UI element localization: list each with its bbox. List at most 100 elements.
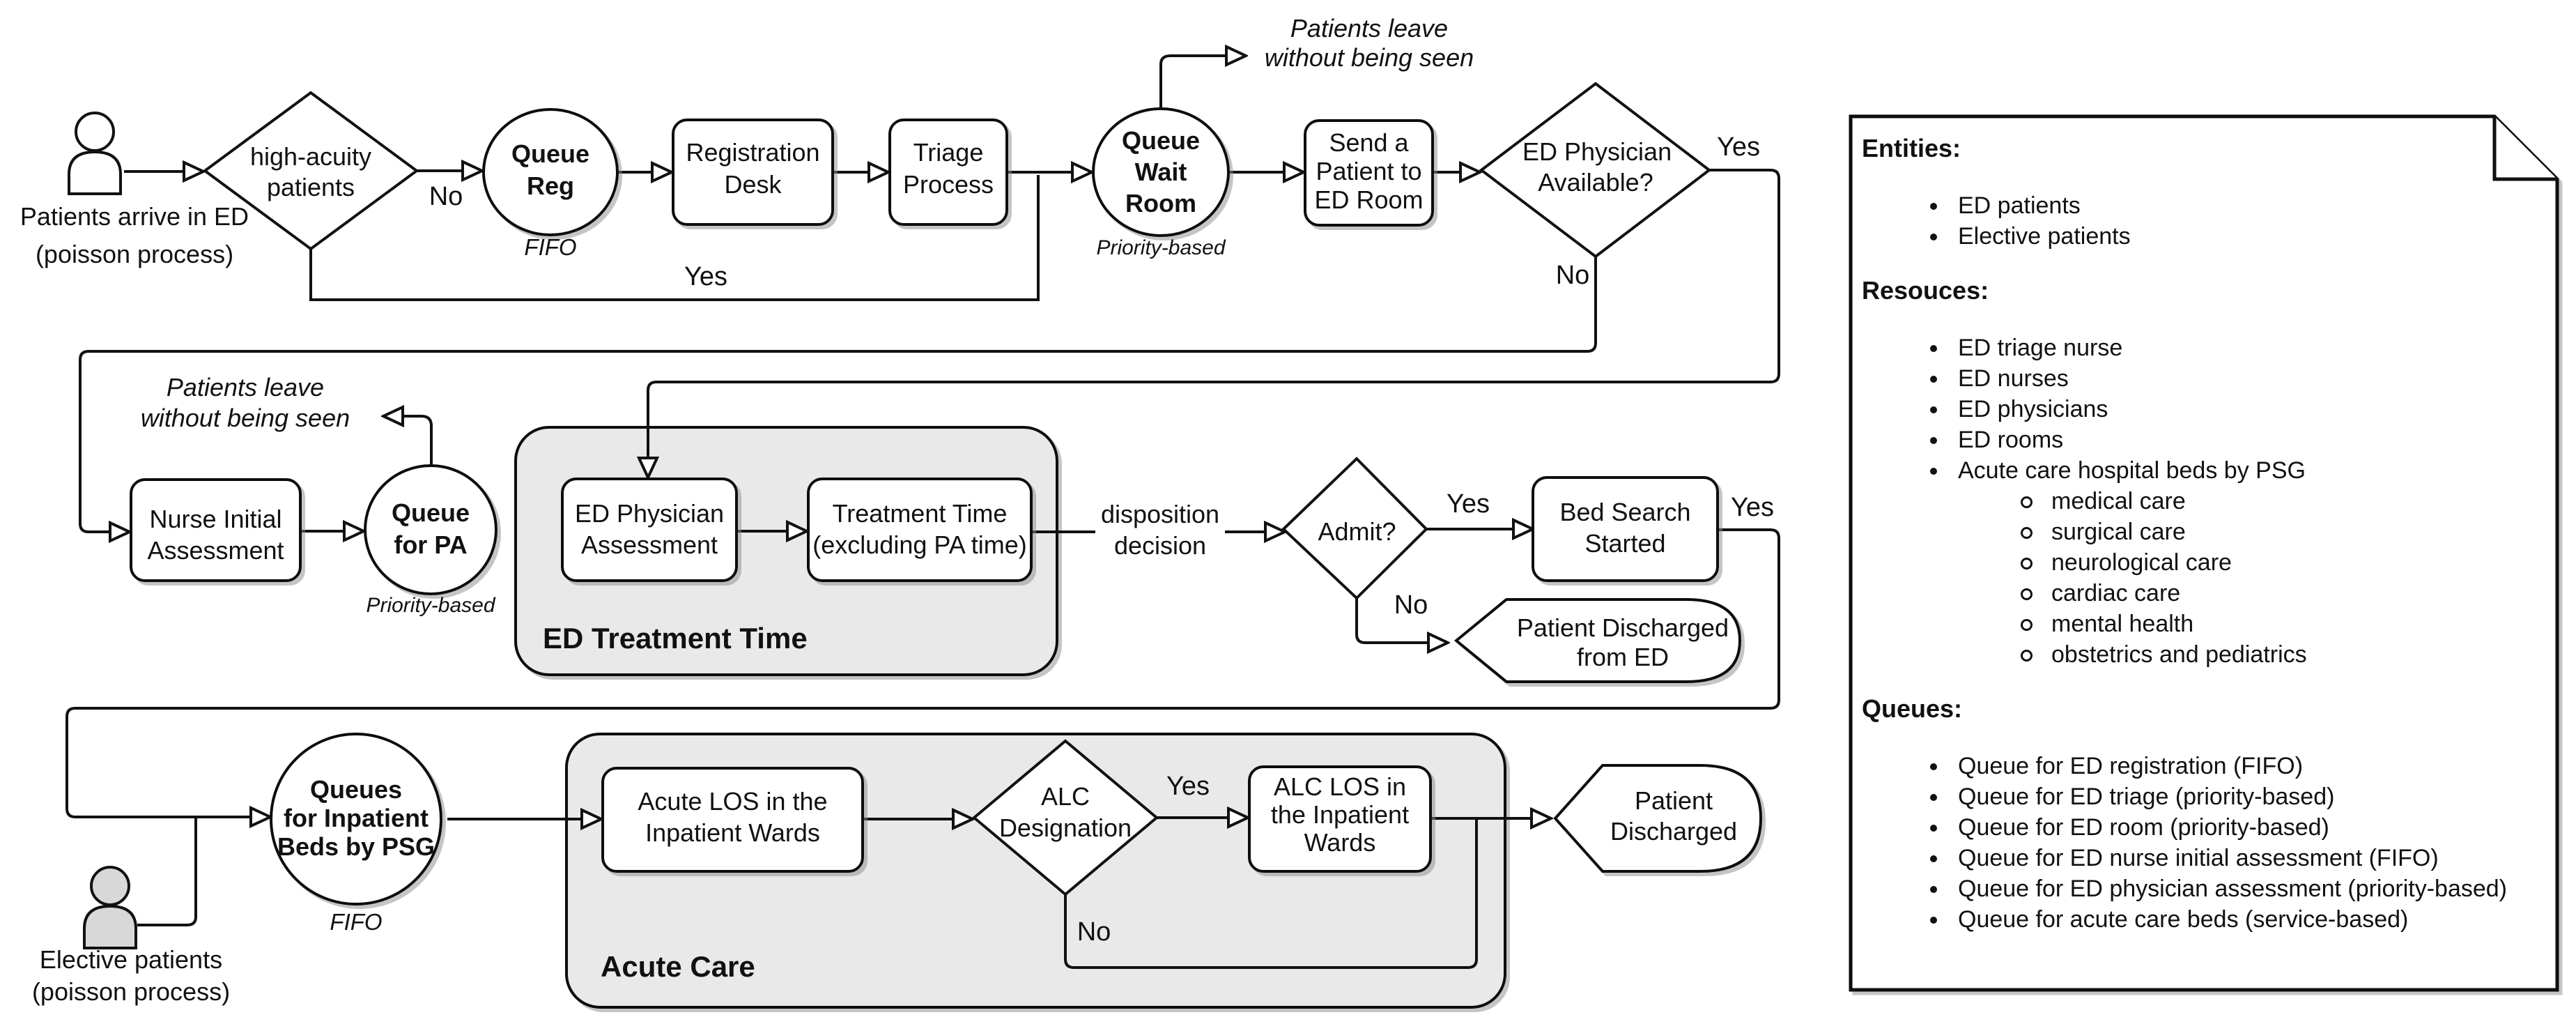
notes-panel: Entities: ED patients Elective patients … xyxy=(1862,133,2545,935)
ed-physician-assessment-shape xyxy=(561,477,738,582)
alc-designation-decision-shape xyxy=(971,739,1159,896)
list-item: obstetrics and pediatrics xyxy=(1862,639,2545,670)
list-item: Queue for ED room (priority-based) xyxy=(1862,812,2545,843)
edge-physician-yes-to-assessment xyxy=(648,169,1780,477)
patient-discharged-shape xyxy=(1553,764,1763,873)
list-item: surgical care xyxy=(1862,517,2545,547)
edge-bed-search-yes-to-inpatient-queue xyxy=(65,528,1780,817)
entities-list: ED patients Elective patients xyxy=(1862,190,2545,252)
admit-no-label: No xyxy=(1394,590,1428,620)
queues-inpatient-discipline: FIFO xyxy=(330,909,383,935)
queue-wait-room-discipline: Priority-based xyxy=(1096,236,1226,259)
edge-elective-join xyxy=(137,818,197,926)
queue-for-pa-shape xyxy=(364,464,498,595)
admit-yes-label: Yes xyxy=(1447,489,1490,519)
edge-admit-no-to-discharge xyxy=(1355,598,1448,643)
physician-yes-label: Yes xyxy=(1717,132,1760,162)
edge-queue-pa-lwbs xyxy=(383,416,433,466)
resources-list: ED triage nurse ED nurses ED physicians … xyxy=(1862,333,2545,486)
queues-list: Queue for ED registration (FIFO) Queue f… xyxy=(1862,751,2545,935)
patient-discharged-from-ed-shape xyxy=(1453,598,1742,683)
elective-arrival-label: Elective patients(poisson process) xyxy=(31,945,231,1006)
list-item: ED triage nurse xyxy=(1862,333,2545,363)
physician-no-label: No xyxy=(1555,261,1590,290)
high-acuity-decision-shape xyxy=(202,91,419,251)
list-item: Queue for ED nurse initial assessment (F… xyxy=(1862,843,2545,873)
connectors xyxy=(65,56,1780,969)
admit-label: Admit? xyxy=(1318,517,1396,546)
edge-acuity-yes-bypass xyxy=(309,175,1040,301)
list-item: ED physicians xyxy=(1862,394,2545,425)
queue-wait-room-shape xyxy=(1092,107,1230,237)
list-item: Queue for ED triage (priority-based) xyxy=(1862,781,2545,812)
queues-title: Queues: xyxy=(1862,694,1963,723)
edge-wait-room-lwbs xyxy=(1159,56,1246,109)
list-item: Queue for acute care beds (service-based… xyxy=(1862,904,2545,935)
acute-care-label: Acute Care xyxy=(601,950,755,983)
alc-los-shape xyxy=(1248,765,1432,873)
queues-inpatient-beds-shape xyxy=(270,733,442,905)
send-patient-shape xyxy=(1304,119,1434,227)
list-item: Elective patients xyxy=(1862,221,2545,252)
treatment-time-label: Treatment Time(excluding PA time) xyxy=(812,499,1027,559)
queue-reg-shape xyxy=(482,108,619,236)
list-item: Queue for ED registration (FIFO) xyxy=(1862,751,2545,781)
list-item: mental health xyxy=(1862,609,2545,639)
admit-decision-shape xyxy=(1281,457,1428,600)
alc-yes-label: Yes xyxy=(1166,772,1210,801)
entities-title: Entities: xyxy=(1862,134,1961,162)
resources-title: Resouces: xyxy=(1862,276,1989,305)
bed-types-list: medical care surgical care neurological … xyxy=(1862,486,2545,670)
registration-desk-shape xyxy=(672,119,834,226)
triage-process-shape xyxy=(888,119,1008,226)
list-item: Queue for ED physician assessment (prior… xyxy=(1862,873,2545,904)
list-item: Acute care hospital beds by PSG xyxy=(1862,455,2545,486)
alc-no-label: No xyxy=(1077,917,1111,947)
high-acuity-no-label: No xyxy=(429,182,463,211)
edge-physician-no-to-nurse xyxy=(79,257,1597,532)
queue-reg-discipline: FIFO xyxy=(524,234,577,260)
acute-los-shape xyxy=(601,767,864,873)
high-acuity-yes-label: Yes xyxy=(684,262,727,291)
treatment-time-shape xyxy=(807,477,1033,582)
physician-available-decision-shape xyxy=(1479,82,1712,259)
elective-arrival-person-icon xyxy=(83,866,137,949)
list-item: cardiac care xyxy=(1862,578,2545,609)
bed-search-yes-label: Yes xyxy=(1731,493,1774,522)
ed-treatment-time-label: ED Treatment Time xyxy=(543,622,808,655)
folded-corner-icon xyxy=(2492,116,2557,181)
list-item: ED nurses xyxy=(1862,363,2545,394)
bed-search-started-shape xyxy=(1532,476,1719,582)
list-item: neurological care xyxy=(1862,547,2545,578)
queue-pa-discipline: Priority-based xyxy=(366,594,495,617)
notes-panel-shape xyxy=(1849,114,2559,992)
list-item: ED patients xyxy=(1862,190,2545,221)
ed-arrival-person-icon xyxy=(68,112,122,195)
list-item: ED rooms xyxy=(1862,425,2545,455)
ed-arrival-label: Patients arrive in ED(poisson process) xyxy=(20,202,249,268)
list-item: medical care xyxy=(1862,486,2545,517)
edge-alc-no-loop xyxy=(1064,820,1478,969)
